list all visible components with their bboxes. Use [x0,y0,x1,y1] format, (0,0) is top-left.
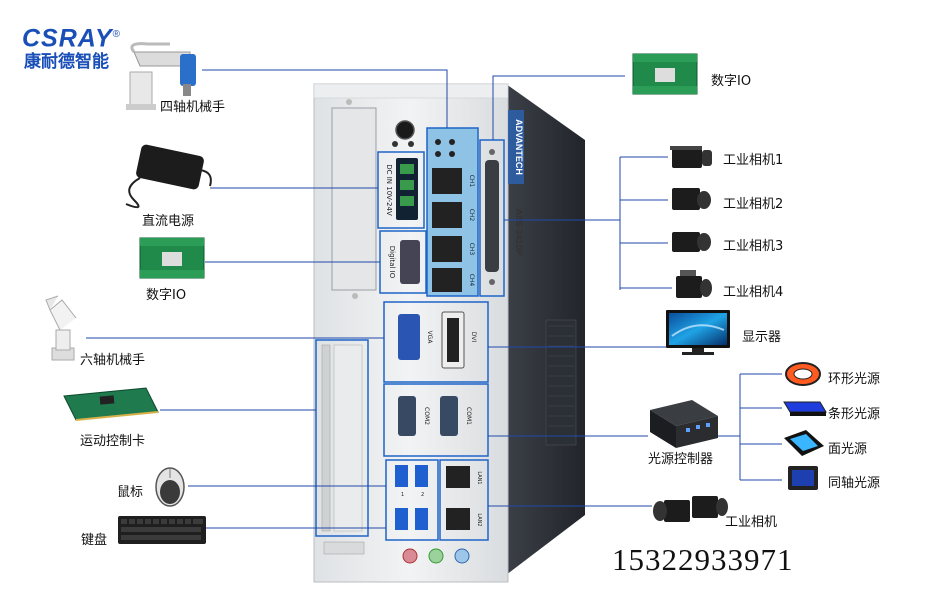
label-area-light: 面光源 [828,442,868,457]
ring-light-icon [785,362,821,386]
coaxial-light-icon [788,466,818,490]
com2-label: COM2 [423,407,430,425]
lan-ports: LAN1 LAN2 [439,459,489,541]
label-keyboard: 键盘 [81,533,108,548]
dvi-label: DVI [470,332,477,343]
dio-label: Digital IO [388,246,396,279]
com1-label: COM1 [465,407,472,425]
side-brand-text: ADVANTECH [514,119,524,175]
vga-label: VGA [426,331,433,345]
label-light-controller: 光源控制器 [648,452,714,467]
label-camera1: 工业相机1 [723,153,784,168]
label-six-axis: 六轴机械手 [80,353,146,368]
line-scara [202,69,448,128]
dc-in-port: DC IN 10V-24V [377,151,425,229]
lan1-label: LAN1 [476,471,482,484]
camera-icon [672,232,711,252]
keyboard-icon [118,516,206,544]
label-digital-io-right: 数字IO [711,74,752,89]
industrial-pc: ADVANTECH AIIS-3410P DC IN 10V-24V Digit… [313,83,585,583]
vga-dvi-ports: VGA DVI [383,301,489,383]
area-light-icon [784,430,824,456]
audio-jack-green [428,548,444,564]
label-mouse: 鼠标 [117,485,144,500]
poe-camera-panel: CH1 CH2 CH3 CH4 [426,127,479,297]
ch2-label: CH2 [468,209,475,222]
label-digital-io-left: 数字IO [146,288,187,303]
usb-ports: 1 2 [385,459,439,541]
chassis-side-panel [506,84,585,575]
audio-jack-red [402,548,418,564]
line-dio-right [492,75,625,140]
label-scara: 四轴机械手 [160,100,226,115]
brand-name-cn: 康耐德智能 [24,52,109,73]
mouse-icon [155,467,185,507]
label-ring-light: 环形光源 [828,372,881,387]
com-ports: COM2 COM1 [383,383,489,457]
usb2-label: 2 [421,492,424,498]
audio-jack-blue [454,548,470,564]
io-board-icon [139,237,205,279]
brand-logo-text: CSRAY [22,24,113,53]
side-vent [545,319,577,446]
six-axis-robot-icon [45,295,77,361]
gige-camera-icon [653,496,728,522]
connection-lines [86,69,782,529]
bar-light-icon [783,401,827,416]
pci-expansion-slot [315,339,369,555]
blank-bay [331,107,377,291]
model-text: AIIS-3410P [514,209,524,256]
label-camera4: 工业相机4 [723,285,784,300]
brand-logo: CSRAY® 康耐德智能 [22,22,121,73]
lan2-label: LAN2 [476,513,482,526]
label-camera2: 工业相机2 [723,197,784,212]
camera-icon [670,146,712,168]
camera-icon [672,188,711,210]
label-motion-card: 运动控制卡 [80,434,146,449]
motion-card-icon [63,387,159,421]
ch4-label: CH4 [468,274,475,287]
label-camera-gige: 工业相机 [725,515,778,530]
dc-label: DC IN 10V-24V [385,164,393,216]
camera-icon [676,270,712,298]
io-board-right-icon [632,53,698,95]
db37-connector [479,139,505,297]
light-controller-icon [650,400,718,448]
dc-adapter-icon [125,144,212,209]
label-display: 显示器 [742,330,782,345]
usb1-label: 1 [401,492,404,498]
phone-number: 15322933971 [612,542,794,577]
label-camera3: 工业相机3 [723,239,784,254]
registered-mark: ® [112,29,122,40]
label-coaxial-light: 同轴光源 [828,476,881,491]
ch1-label: CH1 [468,175,475,188]
label-dc-power: 直流电源 [142,214,195,229]
power-button [395,120,415,140]
monitor-icon [666,310,730,355]
scara-robot-icon [126,42,196,110]
ch3-label: CH3 [468,243,475,256]
label-bar-light: 条形光源 [828,407,881,422]
